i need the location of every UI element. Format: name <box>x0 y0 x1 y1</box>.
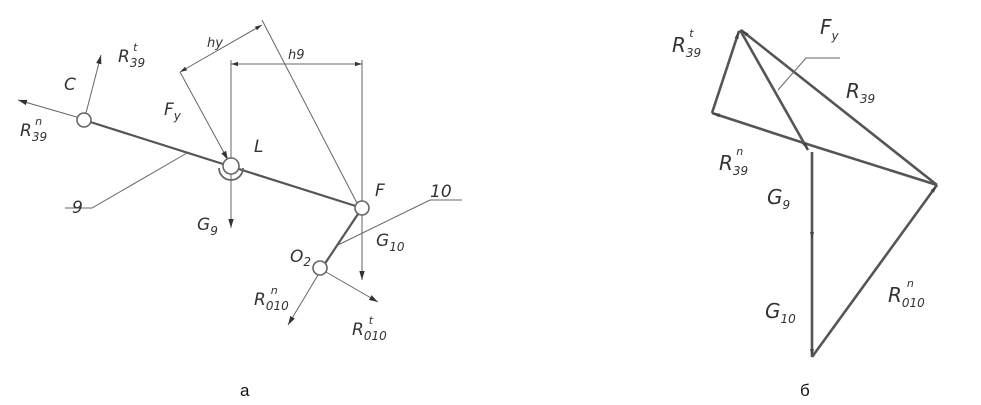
vector-R39n-extension <box>809 143 938 187</box>
label-C: C <box>64 75 76 95</box>
mechanism-scheme-a: C L F O2 9 10 hy h9 R39t R39n Fy G9 G10 … <box>17 19 462 400</box>
link-10-bar <box>321 207 363 269</box>
hy-extension-line <box>261 19 359 206</box>
force-R010t-arrow <box>325 271 379 303</box>
label-R010t: R010t <box>352 314 387 343</box>
label-R010n: R010n <box>254 284 289 313</box>
leader-Fy <box>777 57 840 91</box>
label-h9: h9 <box>288 48 305 63</box>
vector-R39 <box>740 28 938 187</box>
joint-F <box>354 200 370 216</box>
label-Fy: Fy <box>820 15 840 43</box>
label-R39: R39 <box>846 79 875 106</box>
vector-R39t <box>710 30 741 114</box>
vector-Fy <box>738 29 810 151</box>
caption-a: а <box>240 381 250 400</box>
leader-9 <box>65 152 188 209</box>
label-F: F <box>375 181 385 201</box>
force-R39t-arrow <box>85 54 102 114</box>
force-R010n-arrow <box>287 274 319 326</box>
joint-L <box>222 157 240 175</box>
vector-R010n <box>810 184 939 358</box>
joint-C <box>76 112 92 128</box>
label-R39n: R39n <box>20 115 47 144</box>
label-R39t: R39t <box>118 41 145 70</box>
label-G9: G9 <box>767 185 790 212</box>
force-Fy-arrow <box>179 71 229 161</box>
label-R39t: R39t <box>672 27 701 60</box>
hy-dimension-line <box>179 24 263 73</box>
joint-L-support <box>218 167 244 181</box>
label-O2: O2 <box>290 247 311 269</box>
label-L: L <box>254 137 263 157</box>
label-hy: hy <box>207 36 223 51</box>
label-G10: G10 <box>765 299 796 326</box>
vector-R39n <box>711 111 811 147</box>
force-R39n-arrow <box>17 99 81 119</box>
label-G10: G10 <box>376 231 405 254</box>
label-link-10: 10 <box>430 182 452 202</box>
force-polygon-b: R39t Fy R39 R39n G9 G10 R010n б <box>672 15 939 400</box>
label-R39n: R39n <box>719 145 748 178</box>
label-G9: G9 <box>197 215 218 238</box>
label-Fy: Fy <box>164 100 182 123</box>
label-R010n: R010n <box>888 277 925 310</box>
label-link-9: 9 <box>72 198 83 218</box>
leader-10 <box>337 199 462 246</box>
joint-O2 <box>312 260 328 276</box>
caption-b: б <box>800 381 810 400</box>
